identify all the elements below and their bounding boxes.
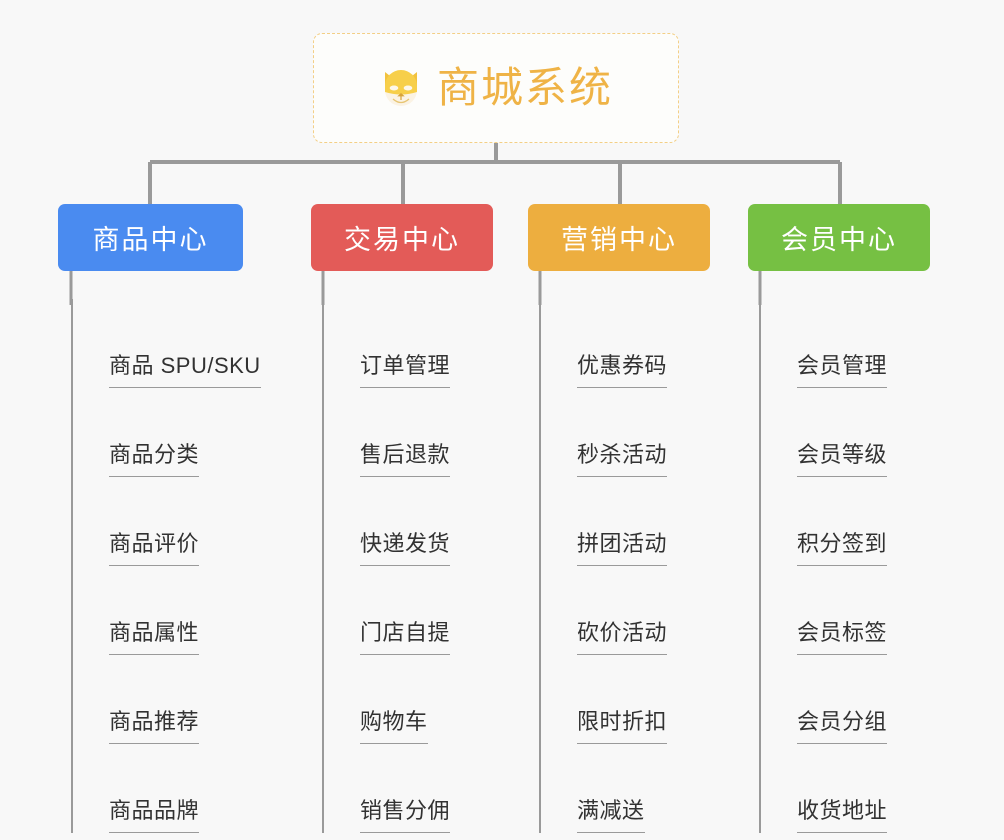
branch-item-label: 商品属性: [109, 620, 200, 655]
branch-item[interactable]: 会员标签: [760, 566, 930, 655]
branch-title: 商品中心: [92, 225, 209, 255]
root-node[interactable]: 商城系统: [313, 33, 679, 143]
branch-item[interactable]: 购物车: [323, 655, 493, 744]
branch-item-label: 商品分类: [109, 442, 200, 477]
branch-item-label: 购物车: [360, 709, 428, 744]
branch-item-label: 门店自提: [360, 620, 451, 655]
branch-item-list: 优惠券码 秒杀活动 拼团活动 砍价活动 限时折扣 满减送: [539, 299, 710, 833]
branch-item[interactable]: 收货地址: [760, 744, 930, 833]
branch-column-product-center: 商品中心 商品 SPU/SKU 商品分类 商品评价 商品属性 商品推荐 商品品牌: [58, 204, 261, 833]
branch-item[interactable]: 门店自提: [323, 566, 493, 655]
branch-item-label: 会员等级: [797, 442, 888, 477]
branch-item[interactable]: 优惠券码: [540, 299, 710, 388]
branch-item-label: 会员管理: [797, 353, 888, 388]
branch-item[interactable]: 快递发货: [323, 477, 493, 566]
branch-item-label: 会员分组: [797, 709, 888, 744]
branch-item[interactable]: 销售分佣: [323, 744, 493, 833]
branch-item-label: 优惠券码: [577, 353, 668, 388]
branch-item[interactable]: 商品品牌: [72, 744, 261, 833]
branch-item-list: 会员管理 会员等级 积分签到 会员标签 会员分组 收货地址: [759, 299, 930, 833]
branch-header-marketing-center[interactable]: 营销中心: [528, 204, 710, 271]
branch-item[interactable]: 砍价活动: [540, 566, 710, 655]
branch-item[interactable]: 商品评价: [72, 477, 261, 566]
branch-item-label: 秒杀活动: [577, 442, 668, 477]
branch-item-label: 商品推荐: [109, 709, 200, 744]
branch-item[interactable]: 积分签到: [760, 477, 930, 566]
branch-item[interactable]: 订单管理: [323, 299, 493, 388]
branch-item-label: 销售分佣: [360, 798, 451, 833]
branch-item-label: 商品品牌: [109, 798, 200, 833]
branch-item-label: 砍价活动: [577, 620, 668, 655]
branch-item-list: 订单管理 售后退款 快递发货 门店自提 购物车 销售分佣: [322, 299, 493, 833]
branch-item[interactable]: 限时折扣: [540, 655, 710, 744]
branch-item-list: 商品 SPU/SKU 商品分类 商品评价 商品属性 商品推荐 商品品牌: [71, 299, 261, 833]
branch-item[interactable]: 拼团活动: [540, 477, 710, 566]
branch-title: 会员中心: [781, 225, 897, 255]
branch-item[interactable]: 会员分组: [760, 655, 930, 744]
branch-item-label: 订单管理: [360, 353, 451, 388]
branch-item-label: 满减送: [577, 798, 645, 833]
branch-item[interactable]: 会员等级: [760, 388, 930, 477]
branch-item[interactable]: 售后退款: [323, 388, 493, 477]
branch-item-label: 商品 SPU/SKU: [109, 353, 261, 388]
branch-item[interactable]: 商品推荐: [72, 655, 261, 744]
branch-column-trade-center: 交易中心 订单管理 售后退款 快递发货 门店自提 购物车 销售分佣: [311, 204, 493, 833]
branch-item-label: 限时折扣: [577, 709, 668, 744]
branch-header-member-center[interactable]: 会员中心: [748, 204, 930, 271]
branch-header-trade-center[interactable]: 交易中心: [311, 204, 493, 271]
branch-item-label: 快递发货: [360, 531, 451, 566]
branch-title: 交易中心: [344, 225, 460, 255]
branch-item-label: 拼团活动: [577, 531, 668, 566]
branch-title: 营销中心: [561, 225, 677, 255]
branch-item-label: 收货地址: [797, 798, 888, 833]
branch-item[interactable]: 商品分类: [72, 388, 261, 477]
branch-item-label: 商品评价: [109, 531, 200, 566]
branch-item[interactable]: 满减送: [540, 744, 710, 833]
branch-item-label: 积分签到: [797, 531, 888, 566]
branch-item-label: 会员标签: [797, 620, 888, 655]
dog-face-icon: [379, 66, 423, 110]
root-title: 商城系统: [436, 64, 613, 111]
branch-item[interactable]: 会员管理: [760, 299, 930, 388]
branch-column-marketing-center: 营销中心 优惠券码 秒杀活动 拼团活动 砍价活动 限时折扣 满减送: [528, 204, 710, 833]
branch-item-label: 售后退款: [360, 442, 451, 477]
branch-column-member-center: 会员中心 会员管理 会员等级 积分签到 会员标签 会员分组 收货地址: [748, 204, 930, 833]
branch-item[interactable]: 商品 SPU/SKU: [72, 299, 261, 388]
branch-item[interactable]: 秒杀活动: [540, 388, 710, 477]
branch-item[interactable]: 商品属性: [72, 566, 261, 655]
branch-header-product-center[interactable]: 商品中心: [58, 204, 243, 271]
